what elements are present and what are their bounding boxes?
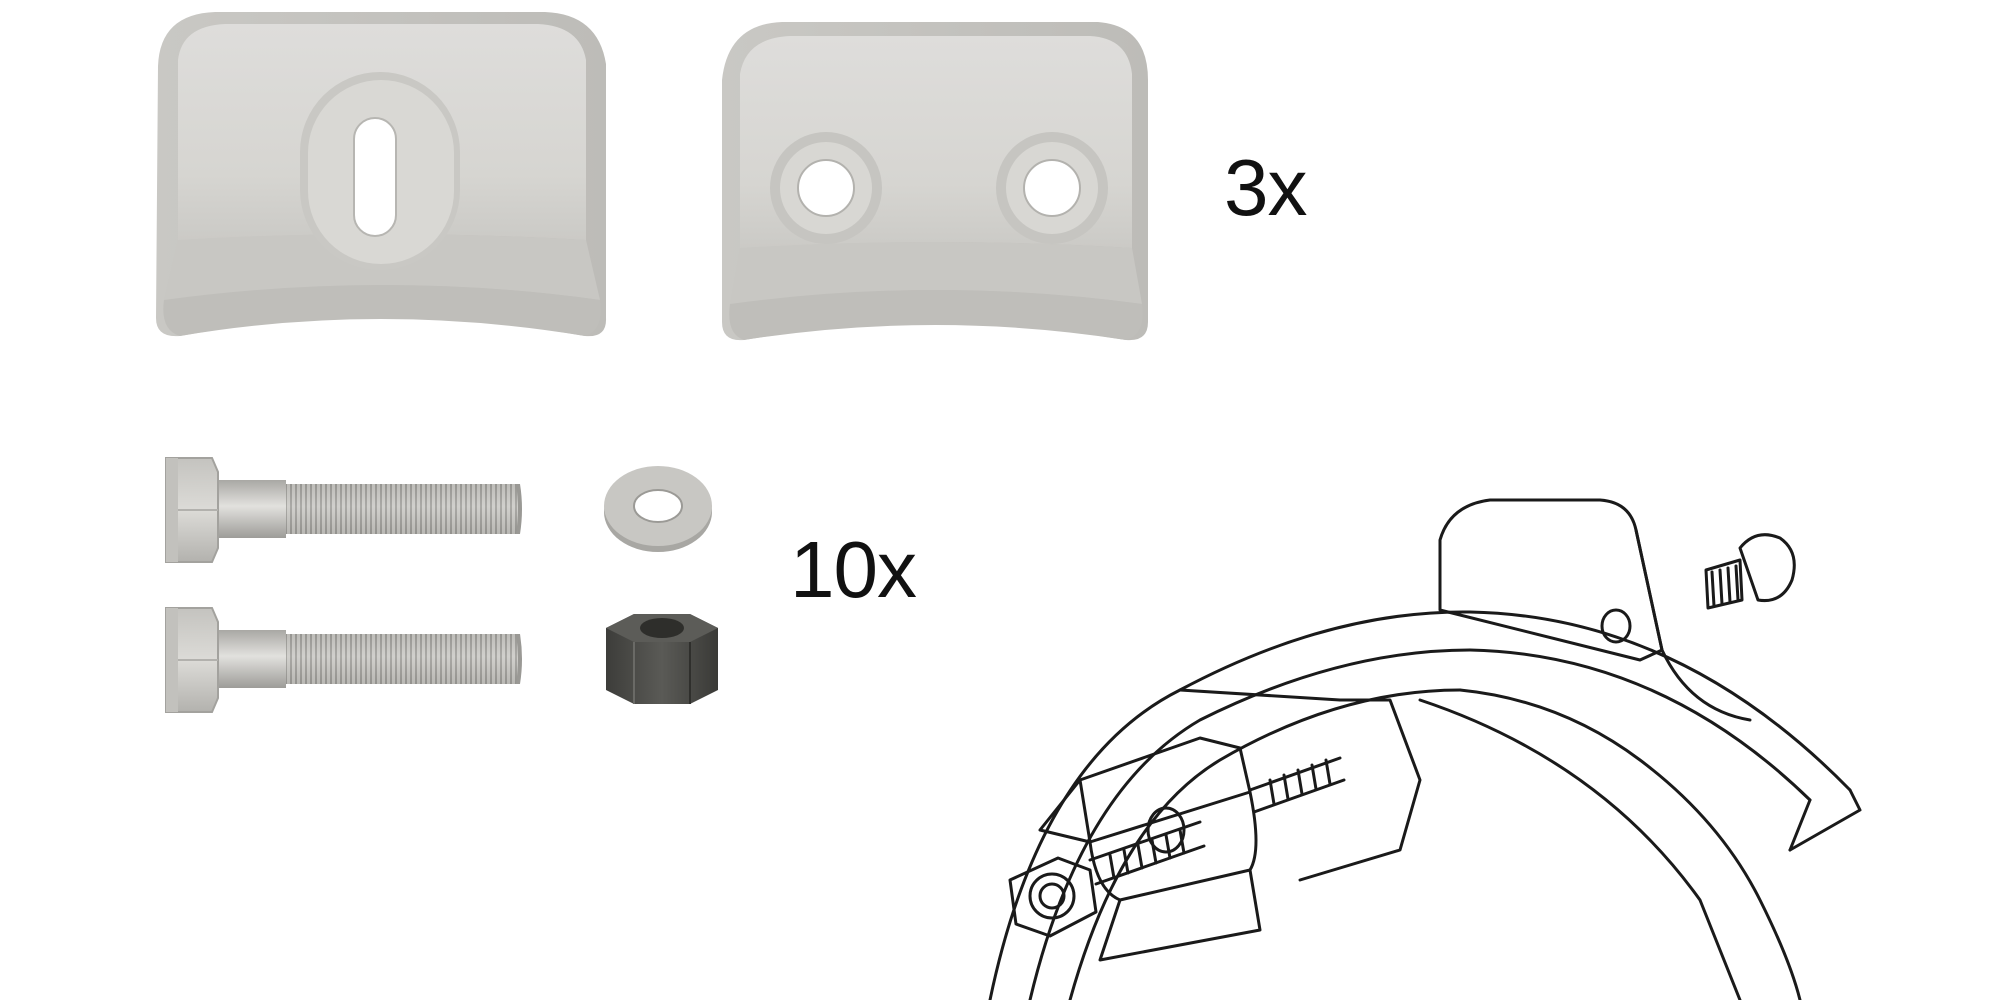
clamp-plate-two-holes-icon <box>722 22 1148 341</box>
hex-nut-icon <box>606 614 718 704</box>
hex-bolt-icon <box>165 457 522 563</box>
assembly-line-drawing-icon <box>988 498 1862 1000</box>
clamp-plate-slotted-hole-icon <box>156 12 607 337</box>
washer-icon <box>604 466 712 552</box>
clamp-quantity-label: 3x <box>1224 143 1307 232</box>
hardware-quantity-label: 10x <box>790 525 917 614</box>
hex-bolt-icon <box>165 607 522 713</box>
